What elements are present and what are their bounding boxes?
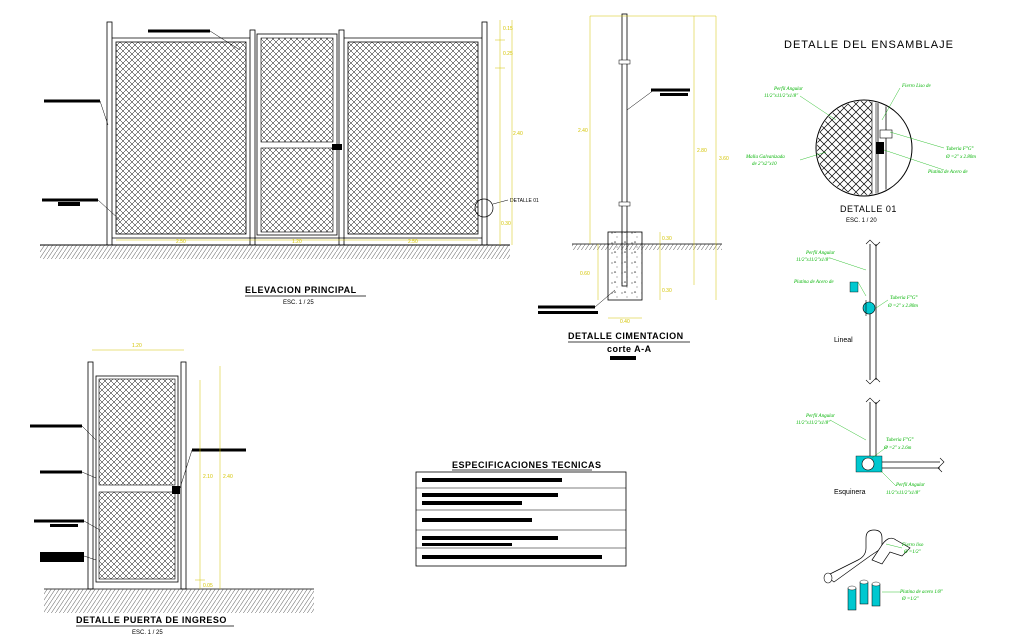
callout-tuberia-3: Tuberia F°G°	[886, 438, 913, 443]
elevacion-principal: DETALLE 01 2.40 0.15 0.25 0.30 2.50 1.20…	[40, 20, 539, 306]
scale-bar	[610, 356, 636, 360]
title-cimentacion: DETALLE CIMENTACION	[568, 331, 684, 341]
callout-perfil-angular-2: Perfil Angular	[805, 251, 835, 256]
callout-tuberia-1: Tuberia F°G°	[946, 147, 973, 152]
callout-malla-1b: de 2"x2"x10	[752, 162, 777, 167]
spec-row-1	[422, 478, 562, 482]
mesh-panel-right	[347, 41, 479, 235]
detail-01-tag: DETALLE 01	[510, 198, 539, 204]
door-latch	[172, 486, 180, 494]
esc-elevacion: ESC. 1 / 25	[283, 300, 314, 306]
callout-tuberia-2b: Ø =2" x 2.80m	[887, 304, 918, 309]
label-esquinera: Esquinera	[834, 489, 866, 496]
spec-row-5	[422, 543, 512, 546]
callout-perfil-angular-4: Perfil Angular	[895, 483, 925, 488]
door-frame	[95, 375, 179, 583]
post-left	[106, 21, 113, 246]
spec-row-2b	[422, 501, 522, 505]
especificaciones-table: ESPECIFICACIONES TECNICAS	[415, 460, 627, 567]
dim-elev-w2: 1.20	[292, 239, 302, 245]
dim-door-w: 1.20	[132, 343, 142, 349]
callout-perfil-angular-3b: 11/2"x11/2"x1/8"	[796, 421, 831, 426]
gate-frame	[256, 33, 338, 236]
dim-door-h2: 2.40	[223, 474, 233, 480]
spec-row-3	[422, 518, 532, 522]
cim-post	[621, 13, 628, 287]
callout-perfil-angular-2b: 11/2"x11/2"x1/8"	[796, 258, 831, 263]
dim-elev-bot: 0.30	[501, 221, 511, 227]
detalle-01-leaders	[799, 87, 945, 171]
callout-platina-2: Platina de Acero de	[793, 280, 834, 285]
door-post-left	[87, 361, 94, 590]
callout-tuberia-2: Tuberia F°G°	[890, 296, 917, 301]
dim-cim-d2: 0.60	[580, 271, 590, 277]
dim-cim-h2: 2.80	[697, 148, 707, 154]
dim-elev-w3: 2.50	[408, 239, 418, 245]
detail-lineal	[849, 239, 881, 385]
dim-cim-d3: 0.30	[662, 288, 672, 294]
mesh-panel-left	[115, 41, 247, 235]
dim-elev-h: 2.40	[513, 131, 523, 137]
title-detalle01: DETALLE 01	[840, 204, 897, 214]
callout-fierro-liso-1: Fierro Liso de	[901, 84, 931, 89]
detail-01-marker	[474, 198, 494, 218]
gate-mesh-bottom	[260, 147, 334, 233]
footing	[607, 231, 643, 301]
detail-fierro-liso-3d	[823, 529, 911, 611]
callout-perfil-angular-1: Perfil Angular	[773, 87, 803, 92]
title-ensamblaje: DETALLE DEL ENSAMBLAJE	[784, 39, 954, 51]
dim-door-bot: 0.05	[203, 583, 213, 589]
door-mesh-bottom	[98, 491, 176, 580]
callout-platina-1: Platina de Acero de	[927, 170, 968, 175]
dim-elev-w1: 2.50	[176, 239, 186, 245]
esc-detalle01: ESC. 1 / 20	[846, 218, 877, 224]
title-cimentacion-corte: corte A-A	[607, 344, 652, 354]
detalle-puerta: 1.20 2.10 2.40 0.05 DETALLE PUERTA DE IN…	[30, 343, 314, 636]
dim-cim-h3: 3.60	[719, 156, 729, 162]
title-elevacion: ELEVACION PRINCIPAL	[245, 285, 357, 295]
detalle-cimentacion: 2.40 2.80 3.60 0.30 0.60 0.30 0.40 DETAL…	[538, 13, 729, 360]
dim-elev-top2: 0.25	[503, 51, 513, 57]
dim-cim-d1: 0.30	[662, 236, 672, 242]
spec-row-6	[422, 555, 602, 559]
door-mesh-top	[98, 378, 176, 486]
label-lineal: Lineal	[834, 337, 853, 344]
callout-fierro-liso-2: Fierro liso	[901, 543, 924, 548]
detalle-01-circle	[815, 99, 913, 197]
dim-door-h1: 2.10	[203, 474, 213, 480]
dim-cim-w: 0.40	[620, 319, 630, 325]
callout-platina-3: Platina de acero 1/8"	[899, 590, 944, 595]
callout-tuberia-1b: Ø =2" x 2.80m	[945, 155, 976, 160]
post-right	[481, 21, 488, 246]
title-especificaciones: ESPECIFICACIONES TECNICAS	[452, 460, 602, 470]
esc-puerta: ESC. 1 / 25	[132, 630, 163, 636]
post-mid-left	[249, 29, 256, 246]
callout-platina-3b: Ø =1/2"	[901, 597, 920, 602]
detalle-ensamblaje: DETALLE DEL ENSAMBLAJE Perfil Angular 11…	[745, 39, 976, 611]
callout-malla-1: Malla Galvanizada	[745, 155, 785, 160]
door-dimensions	[92, 349, 221, 589]
dim-cim-h1: 2.40	[578, 128, 588, 134]
callout-perfil-angular-1b: 11/2"x11/2"x1/8"	[764, 94, 799, 99]
spec-row-2	[422, 493, 558, 497]
spec-row-4	[422, 536, 558, 540]
callout-tuberia-3b: Ø =2" x 2.6m	[883, 446, 912, 451]
door-post-right	[180, 361, 187, 590]
dim-elev-top1: 0.15	[503, 26, 513, 32]
title-puerta: DETALLE PUERTA DE INGRESO	[76, 615, 227, 625]
detail-esquinera	[855, 397, 945, 473]
cim-dimensions	[589, 15, 717, 319]
callout-perfil-angular-3: Perfil Angular	[805, 414, 835, 419]
post-mid-right	[338, 29, 345, 246]
callout-perfil-angular-4b: 11/2"x11/2"x1/8"	[886, 491, 921, 496]
gate-latch	[332, 144, 342, 150]
gate-mesh-top	[260, 37, 334, 143]
callout-fierro-liso-2b: Ø =1/2"	[903, 550, 922, 555]
elev-dimensions	[116, 20, 513, 245]
ground-hatch	[40, 245, 510, 259]
